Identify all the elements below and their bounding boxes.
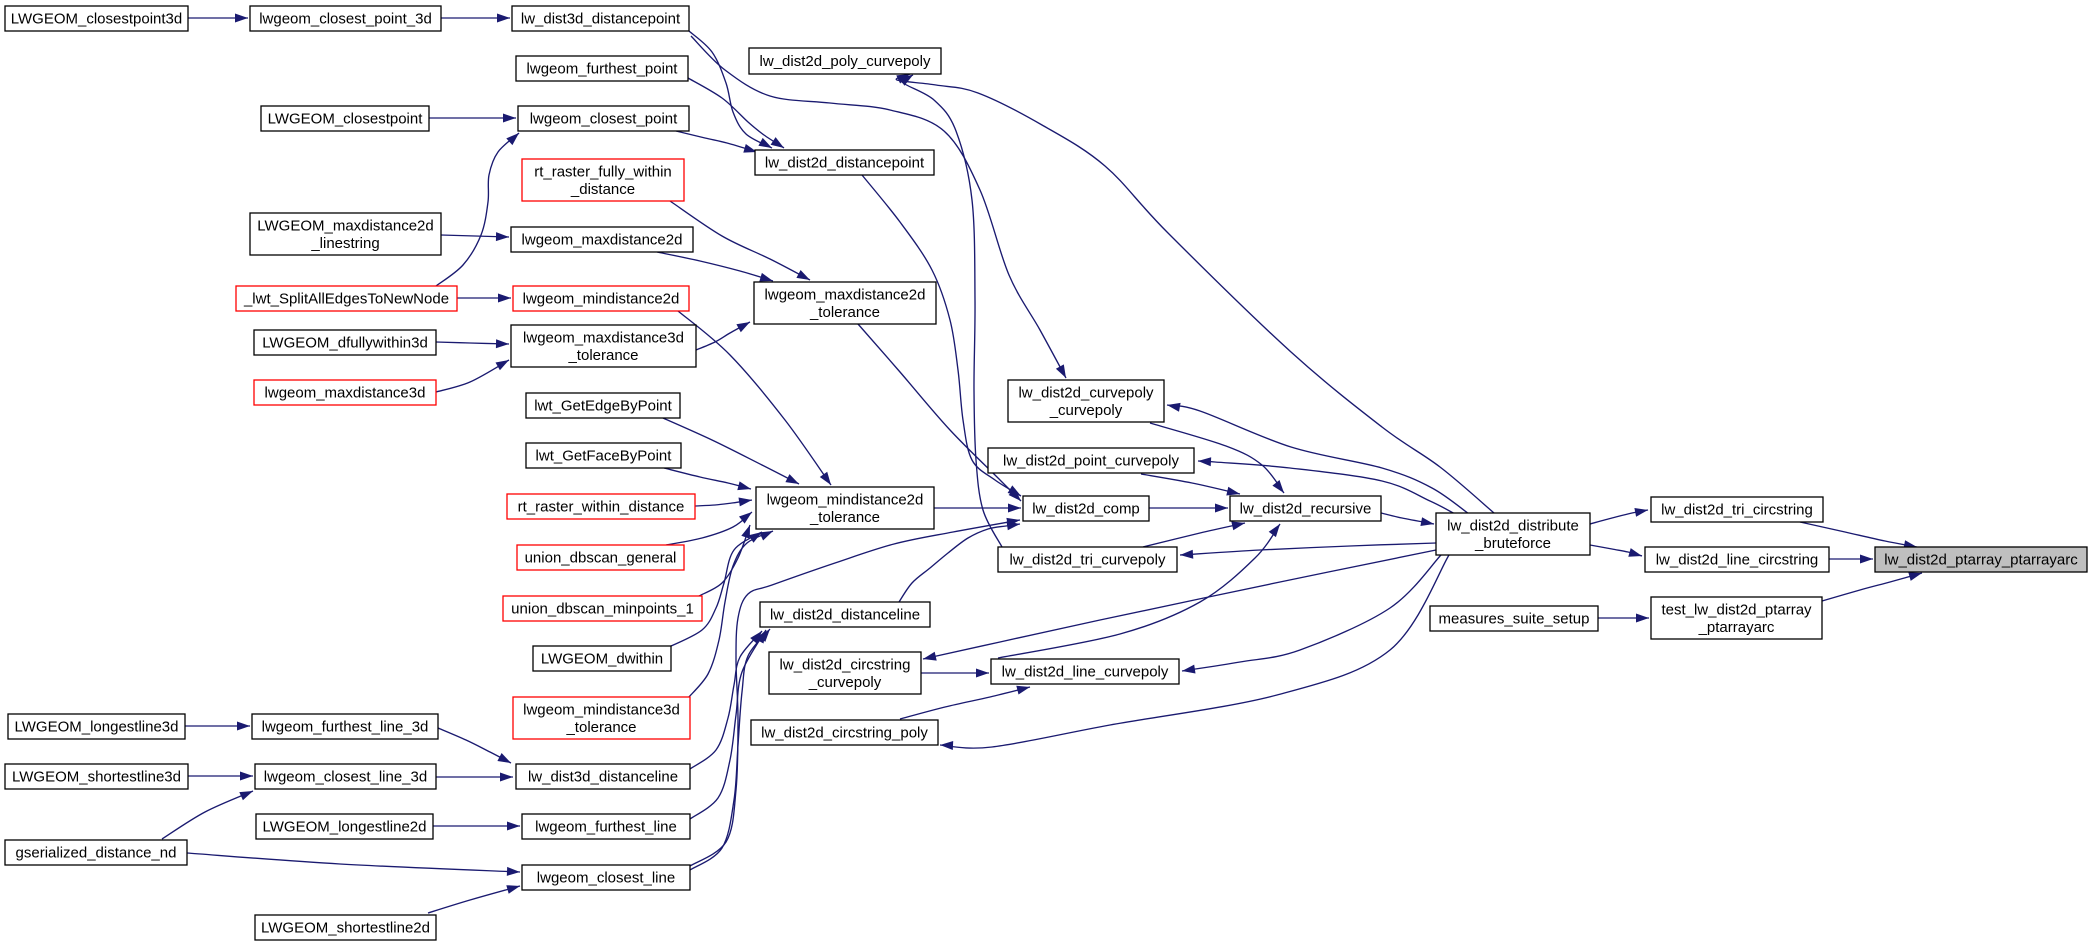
svg-text:LWGEOM_closestpoint: LWGEOM_closestpoint: [268, 111, 424, 128]
svg-text:lw_dist2d_line_curvepoly: lw_dist2d_line_curvepoly: [1002, 664, 1169, 681]
svg-text:lwgeom_maxdistance3d: lwgeom_maxdistance3d: [523, 329, 684, 346]
svg-text:gserialized_distance_nd: gserialized_distance_nd: [16, 845, 177, 862]
svg-text:_lwt_SplitAllEdgesToNewNode: _lwt_SplitAllEdgesToNewNode: [243, 291, 449, 308]
svg-text:lw_dist2d_curvepoly: lw_dist2d_curvepoly: [1018, 384, 1154, 401]
svg-text:lwgeom_mindistance3d: lwgeom_mindistance3d: [523, 701, 680, 718]
svg-text:lwt_GetFaceByPoint: lwt_GetFaceByPoint: [536, 448, 673, 465]
svg-text:_tolerance: _tolerance: [567, 347, 638, 364]
svg-text:LWGEOM_longestline2d: LWGEOM_longestline2d: [263, 819, 427, 836]
svg-text:lwgeom_maxdistance3d: lwgeom_maxdistance3d: [265, 385, 426, 402]
svg-text:lw_dist2d_tri_curvepoly: lw_dist2d_tri_curvepoly: [1010, 552, 1166, 569]
svg-text:lw_dist2d_distribute: lw_dist2d_distribute: [1447, 517, 1579, 534]
svg-text:lw_dist3d_distanceline: lw_dist3d_distanceline: [528, 769, 678, 786]
svg-text:lwgeom_closest_point: lwgeom_closest_point: [530, 111, 678, 128]
svg-text:_tolerance: _tolerance: [809, 509, 880, 526]
svg-text:_linestring: _linestring: [310, 235, 379, 252]
svg-text:lw_dist2d_tri_circstring: lw_dist2d_tri_circstring: [1661, 502, 1813, 519]
svg-text:_ptarrayarc: _ptarrayarc: [1698, 619, 1775, 636]
svg-text:lw_dist2d_poly_curvepoly: lw_dist2d_poly_curvepoly: [760, 53, 931, 70]
svg-text:lwgeom_furthest_point: lwgeom_furthest_point: [527, 61, 679, 78]
svg-text:lwgeom_furthest_line_3d: lwgeom_furthest_line_3d: [262, 719, 429, 736]
svg-text:lwgeom_closest_point_3d: lwgeom_closest_point_3d: [259, 11, 432, 28]
svg-text:rt_raster_within_distance: rt_raster_within_distance: [518, 499, 685, 516]
svg-text:LWGEOM_dfullywithin3d: LWGEOM_dfullywithin3d: [262, 335, 428, 352]
svg-text:lw_dist2d_distancepoint: lw_dist2d_distancepoint: [765, 155, 925, 172]
svg-text:lwgeom_furthest_line: lwgeom_furthest_line: [535, 819, 677, 836]
svg-text:lw_dist2d_comp: lw_dist2d_comp: [1032, 501, 1140, 518]
svg-text:_curvepoly: _curvepoly: [1049, 402, 1123, 419]
svg-text:lw_dist2d_recursive: lw_dist2d_recursive: [1240, 501, 1372, 518]
svg-text:_tolerance: _tolerance: [565, 719, 636, 736]
svg-text:lwgeom_maxdistance2d: lwgeom_maxdistance2d: [522, 232, 683, 249]
svg-text:lw_dist2d_point_curvepoly: lw_dist2d_point_curvepoly: [1003, 453, 1179, 470]
svg-text:lw_dist3d_distancepoint: lw_dist3d_distancepoint: [521, 11, 681, 28]
svg-text:LWGEOM_dwithin: LWGEOM_dwithin: [541, 651, 663, 668]
svg-text:LWGEOM_maxdistance2d: LWGEOM_maxdistance2d: [257, 217, 433, 234]
svg-text:lwt_GetEdgeByPoint: lwt_GetEdgeByPoint: [534, 398, 672, 415]
svg-text:LWGEOM_shortestline3d: LWGEOM_shortestline3d: [12, 769, 181, 786]
svg-text:_tolerance: _tolerance: [809, 304, 880, 321]
svg-text:lwgeom_closest_line_3d: lwgeom_closest_line_3d: [264, 769, 427, 786]
svg-text:lw_dist2d_distanceline: lw_dist2d_distanceline: [770, 607, 920, 624]
svg-text:rt_raster_fully_within: rt_raster_fully_within: [534, 163, 672, 180]
svg-text:lw_dist2d_circstring: lw_dist2d_circstring: [780, 656, 911, 673]
svg-text:lwgeom_closest_line: lwgeom_closest_line: [537, 870, 675, 887]
svg-text:lw_dist2d_ptarray_ptarrayarc: lw_dist2d_ptarray_ptarrayarc: [1884, 552, 2078, 569]
svg-text:_curvepoly: _curvepoly: [808, 674, 882, 691]
svg-text:lw_dist2d_line_circstring: lw_dist2d_line_circstring: [1656, 552, 1819, 569]
svg-text:LWGEOM_closestpoint3d: LWGEOM_closestpoint3d: [11, 11, 182, 28]
svg-text:union_dbscan_minpoints_1: union_dbscan_minpoints_1: [511, 601, 694, 618]
svg-text:lwgeom_mindistance2d: lwgeom_mindistance2d: [523, 291, 680, 308]
svg-text:_distance: _distance: [570, 181, 635, 198]
svg-text:union_dbscan_general: union_dbscan_general: [525, 550, 677, 567]
svg-text:lwgeom_maxdistance2d: lwgeom_maxdistance2d: [765, 286, 926, 303]
svg-text:measures_suite_setup: measures_suite_setup: [1439, 611, 1590, 628]
svg-text:lw_dist2d_circstring_poly: lw_dist2d_circstring_poly: [761, 725, 928, 742]
svg-text:_bruteforce: _bruteforce: [1474, 535, 1551, 552]
svg-text:lwgeom_mindistance2d: lwgeom_mindistance2d: [767, 491, 924, 508]
svg-text:LWGEOM_shortestline2d: LWGEOM_shortestline2d: [261, 920, 430, 937]
svg-text:test_lw_dist2d_ptarray: test_lw_dist2d_ptarray: [1661, 601, 1812, 618]
svg-text:LWGEOM_longestline3d: LWGEOM_longestline3d: [15, 719, 179, 736]
